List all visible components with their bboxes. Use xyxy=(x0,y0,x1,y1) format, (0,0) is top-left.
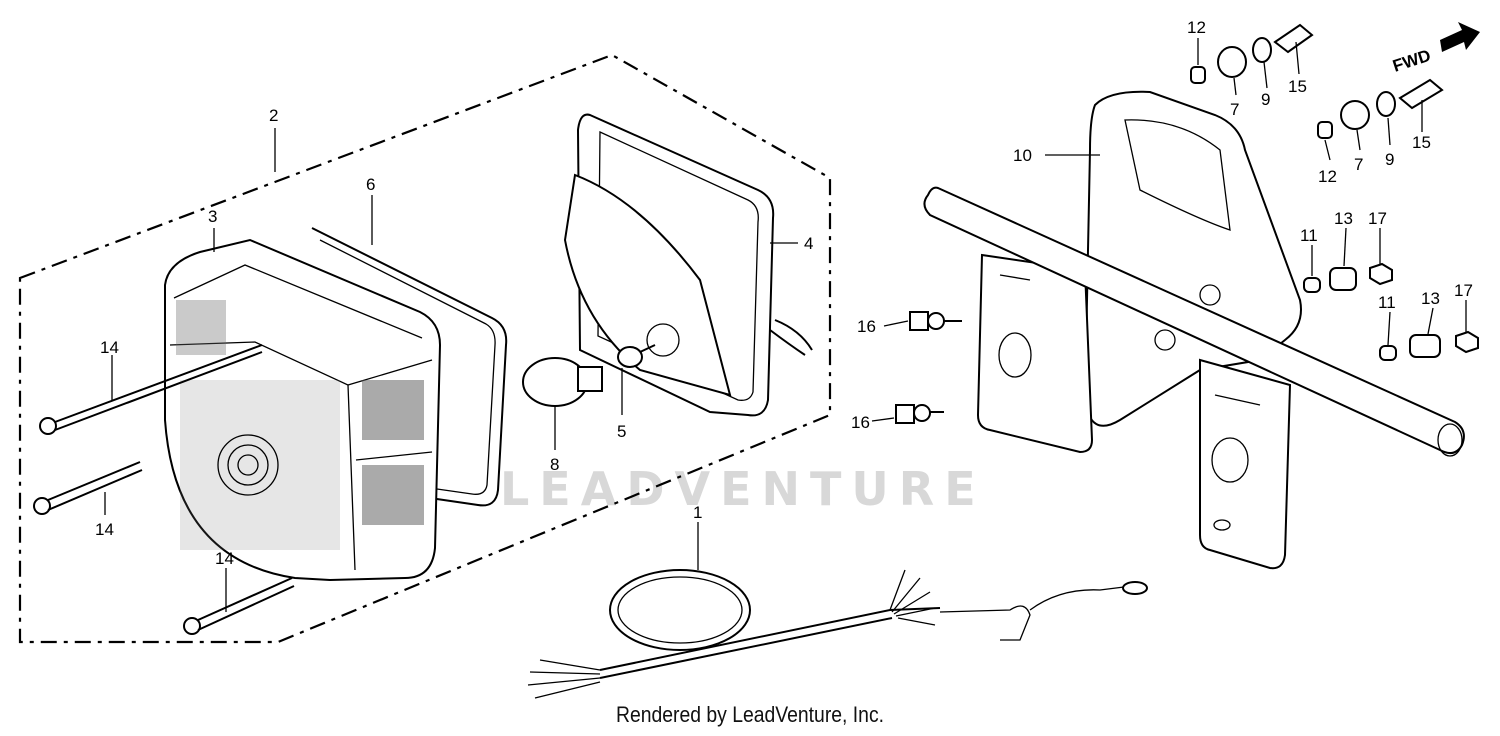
callouts: 2 3 6 4 5 8 14 14 14 1 10 16 16 12 7 9 1… xyxy=(95,18,1473,568)
callout-4: 4 xyxy=(804,234,813,253)
callout-16-lower: 16 xyxy=(851,413,870,432)
lens-grid-face xyxy=(180,380,340,550)
hardware-group-upper xyxy=(1190,23,1314,84)
screw-15-upper xyxy=(1273,23,1314,54)
reflector-ring-inner xyxy=(237,454,259,476)
callout-14-lower: 14 xyxy=(215,549,234,568)
footer-credit: Rendered by LeadVenture, Inc. xyxy=(615,702,885,727)
reflector-ring-middle xyxy=(227,444,269,486)
wire-harness-part xyxy=(527,569,1148,699)
callout-17-upper: 17 xyxy=(1368,209,1387,228)
lens-part xyxy=(164,238,442,582)
cap-12-upper xyxy=(1190,66,1206,84)
callout-8: 8 xyxy=(550,455,559,474)
socket-part xyxy=(617,344,656,368)
reflector-ring-outer xyxy=(217,434,279,496)
lens-grid-upper xyxy=(362,380,424,440)
callout-16-upper: 16 xyxy=(857,317,876,336)
callout-12-lower: 12 xyxy=(1318,167,1337,186)
bracket-plate-right xyxy=(1199,358,1292,570)
gasket-part xyxy=(311,227,508,507)
callout-13-upper: 13 xyxy=(1334,209,1353,228)
rubber-7-lower xyxy=(1340,100,1370,130)
cap-12-lower xyxy=(1317,121,1333,139)
leader-lines xyxy=(104,38,1467,612)
bulb-part xyxy=(522,357,603,407)
taillight-assembly-outline xyxy=(18,53,832,644)
reflector-plate xyxy=(563,173,732,397)
bolt-lower xyxy=(183,577,295,635)
callout-11-upper: 11 xyxy=(1300,226,1318,245)
forward-arrow-icon xyxy=(1440,22,1480,52)
lens-grid-left xyxy=(176,300,226,355)
housing-part xyxy=(563,113,813,417)
bracket-plate-left xyxy=(976,253,1094,454)
hardware-group-right-lower xyxy=(1379,330,1479,361)
callout-6: 6 xyxy=(366,175,375,194)
hardware-group-lower xyxy=(1317,78,1444,139)
callout-14-middle: 14 xyxy=(95,520,114,539)
callout-10: 10 xyxy=(1013,146,1032,165)
callout-9-upper: 9 xyxy=(1261,90,1270,109)
bolt-middle xyxy=(33,461,143,515)
callout-13-lower: 13 xyxy=(1421,289,1440,308)
callout-1: 1 xyxy=(693,503,702,522)
washer-9-lower xyxy=(1376,91,1396,117)
lens-grid-lower xyxy=(362,465,424,525)
callout-11-lower: 11 xyxy=(1378,293,1396,312)
callout-2: 2 xyxy=(269,106,278,125)
callout-14-upper: 14 xyxy=(100,338,119,357)
bolt-upper xyxy=(39,344,263,435)
callout-17-lower: 17 xyxy=(1454,281,1473,300)
washer-9-upper xyxy=(1252,37,1272,63)
rubber-7-upper xyxy=(1217,46,1247,78)
callout-7-lower: 7 xyxy=(1354,155,1363,174)
socket-hole xyxy=(646,323,680,357)
callout-15-upper: 15 xyxy=(1288,77,1307,96)
callout-9-lower: 9 xyxy=(1385,150,1394,169)
watermark: LEADVENTURE xyxy=(500,462,986,516)
bolt-16-lower xyxy=(895,404,944,424)
screw-15-lower xyxy=(1398,78,1444,110)
callout-7-upper: 7 xyxy=(1230,100,1239,119)
callout-12-upper: 12 xyxy=(1187,18,1206,37)
callout-3: 3 xyxy=(208,207,217,226)
callout-15-lower: 15 xyxy=(1412,133,1431,152)
hardware-group-right-upper xyxy=(1303,262,1393,293)
fwd-label: FWD xyxy=(1390,46,1433,76)
bolt-16-upper xyxy=(909,311,962,331)
callout-5: 5 xyxy=(617,422,626,441)
shaft-part xyxy=(923,186,1465,457)
